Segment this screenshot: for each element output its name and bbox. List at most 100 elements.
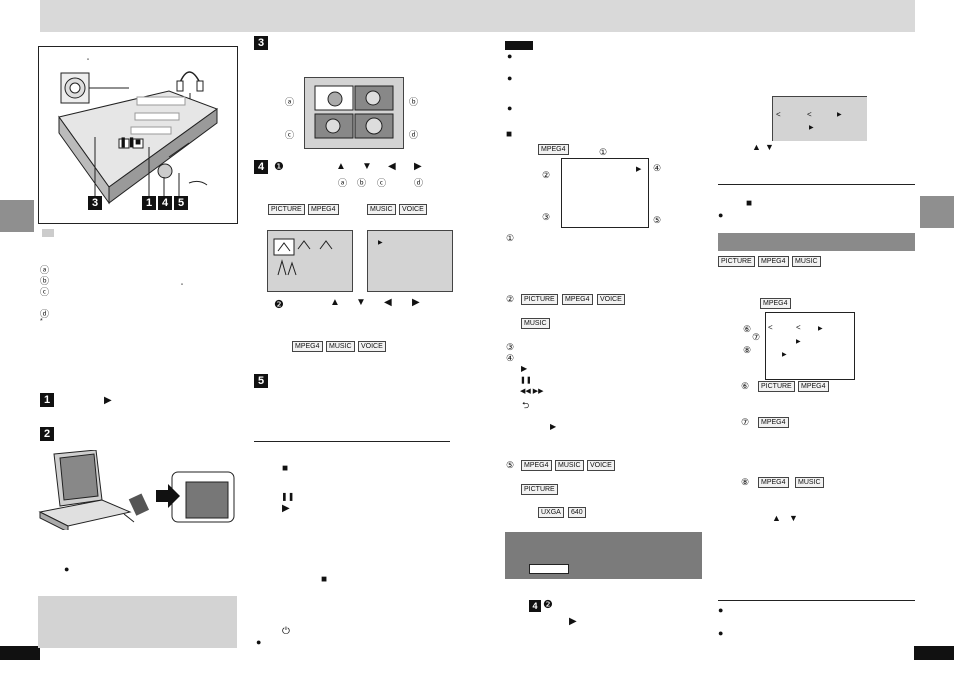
item-2: ② — [506, 294, 515, 304]
item-6: ⑥ — [741, 381, 750, 391]
tag-mpeg4-6: MPEG4 — [758, 256, 789, 267]
popup-play-marker-2: ▶ — [809, 125, 814, 131]
tag-voice: VOICE — [399, 204, 427, 215]
ref-substep-2: ❷ — [543, 599, 553, 611]
quote-mark: " — [87, 59, 90, 65]
pause-symbol-2: ❚❚ — [281, 492, 295, 501]
tag-mpeg4-3: MPEG4 — [538, 144, 569, 155]
tag-music-5: MUSIC — [792, 256, 821, 267]
substep-1: ❶ — [274, 161, 284, 173]
thumbnail-drawing — [273, 238, 333, 276]
cursor-c: ⓒ — [377, 178, 387, 188]
item-3: ③ — [506, 342, 515, 352]
step-2: 2 — [40, 427, 54, 441]
player-illustration: ❚❚ ■ " — [38, 46, 238, 224]
tag-picture-6: PICTURE — [758, 381, 795, 392]
right-page-corner — [914, 646, 954, 660]
bullet-2: ● — [256, 637, 262, 647]
step-5: 5 — [254, 374, 268, 388]
bullet-8: ● — [718, 628, 724, 638]
info-box — [505, 532, 702, 579]
play-symbol-4: ▶ — [550, 422, 557, 431]
screen-callout-8: ⑧ — [743, 345, 752, 355]
tag-music-6: MUSIC — [795, 477, 824, 488]
stop-symbol-4: ■ — [746, 198, 753, 209]
screen-callout-3: ③ — [542, 212, 551, 222]
tag-picture-3: PICTURE — [521, 294, 558, 305]
playback-play-marker: ▶ — [636, 166, 642, 173]
cursor-b: ⓑ — [357, 178, 367, 188]
stop-symbol-2: ■ — [282, 463, 289, 474]
screen-callout-7: ⑦ — [752, 332, 761, 342]
left-arrow: ◀ — [388, 161, 396, 172]
menu-label-a: ⓐ — [285, 97, 295, 107]
tag-picture-5: PICTURE — [718, 256, 755, 267]
popup-play-marker: ▶ — [837, 112, 842, 118]
down-arrow: ▼ — [362, 161, 372, 172]
footnote-asterisk: * — [40, 318, 43, 325]
right-arrow-2: ▶ — [412, 297, 420, 308]
tip-box — [38, 596, 237, 648]
tag-music-3: MUSIC — [521, 318, 550, 329]
repeat-icon: ⮌ — [522, 400, 530, 410]
item-5: ⑤ — [506, 460, 515, 470]
menu-label-c: ⓒ — [285, 130, 295, 140]
tag-mpeg4-10: MPEG4 — [758, 477, 789, 488]
tag-music-2: MUSIC — [326, 341, 355, 352]
tag-mpeg4-7: MPEG4 — [760, 298, 791, 309]
item-8: ⑧ — [741, 477, 750, 487]
popup-bracket: < — [776, 110, 781, 119]
legend-c: ⓒ — [40, 287, 50, 297]
info-play-marker-2: ▶ — [796, 339, 801, 345]
cursor-a: ⓐ — [338, 178, 348, 188]
item-4: ④ — [506, 353, 515, 363]
tag-mpeg4-9: MPEG4 — [758, 417, 789, 428]
up-arrow-4: ▲ — [772, 513, 781, 523]
tag-uxga: UXGA — [538, 507, 564, 518]
rew-ff-symbol: ◀◀ ▶▶ — [520, 388, 544, 395]
tag-voice-4: VOICE — [587, 460, 615, 471]
tag-mpeg4-2: MPEG4 — [292, 341, 323, 352]
tag-picture-4: PICTURE — [521, 484, 558, 495]
tag-music-4: MUSIC — [555, 460, 584, 471]
power-icon: ⏻ — [282, 626, 290, 637]
up-arrow-2: ▲ — [330, 297, 340, 308]
note-label-bar — [505, 41, 533, 50]
tag-voice-2: VOICE — [358, 341, 386, 352]
list-play-marker: ▶ — [378, 240, 383, 246]
callout-1: 1 — [142, 196, 156, 210]
down-arrow-4: ▼ — [789, 513, 798, 523]
item-1: ① — [506, 233, 515, 243]
screen-callout-5: ⑤ — [653, 215, 662, 225]
legend-c-quote: " — [181, 284, 184, 290]
screen-callout-6: ⑥ — [743, 324, 752, 334]
pause-symbol: ❚❚ — [119, 137, 136, 148]
screen-callout-4: ④ — [653, 163, 662, 173]
right-side-tab — [920, 196, 954, 228]
card-insert-drawing — [38, 450, 235, 530]
callout-4: 4 — [158, 196, 172, 210]
bullet-5: ● — [507, 103, 513, 113]
right-arrow: ▶ — [414, 161, 422, 172]
popup-bracket-2: < — [807, 110, 812, 119]
divider-col4-bottom — [718, 600, 915, 601]
down-arrow-2: ▼ — [356, 297, 366, 308]
divider-col4 — [718, 184, 915, 185]
step-3: 3 — [254, 36, 268, 50]
cursor-d: ⓓ — [414, 178, 424, 188]
popup-screen: < < ▶ ▶ — [772, 96, 867, 141]
tag-voice-3: VOICE — [597, 294, 625, 305]
down-arrow-3: ▼ — [765, 142, 774, 152]
stop-symbol: ■ — [135, 137, 142, 148]
info-box-field — [529, 564, 569, 574]
card-insert-illustration — [38, 450, 238, 530]
stop-symbol-3: ■ — [321, 574, 328, 585]
info-play-marker-3: ▶ — [782, 352, 787, 358]
left-side-tab — [0, 200, 34, 232]
player-drawing — [58, 71, 219, 205]
up-arrow-3: ▲ — [752, 142, 761, 152]
note-marker — [42, 229, 54, 237]
left-page-corner — [0, 646, 40, 660]
header-band — [40, 0, 915, 32]
file-list-screen: ▶ — [367, 230, 453, 292]
